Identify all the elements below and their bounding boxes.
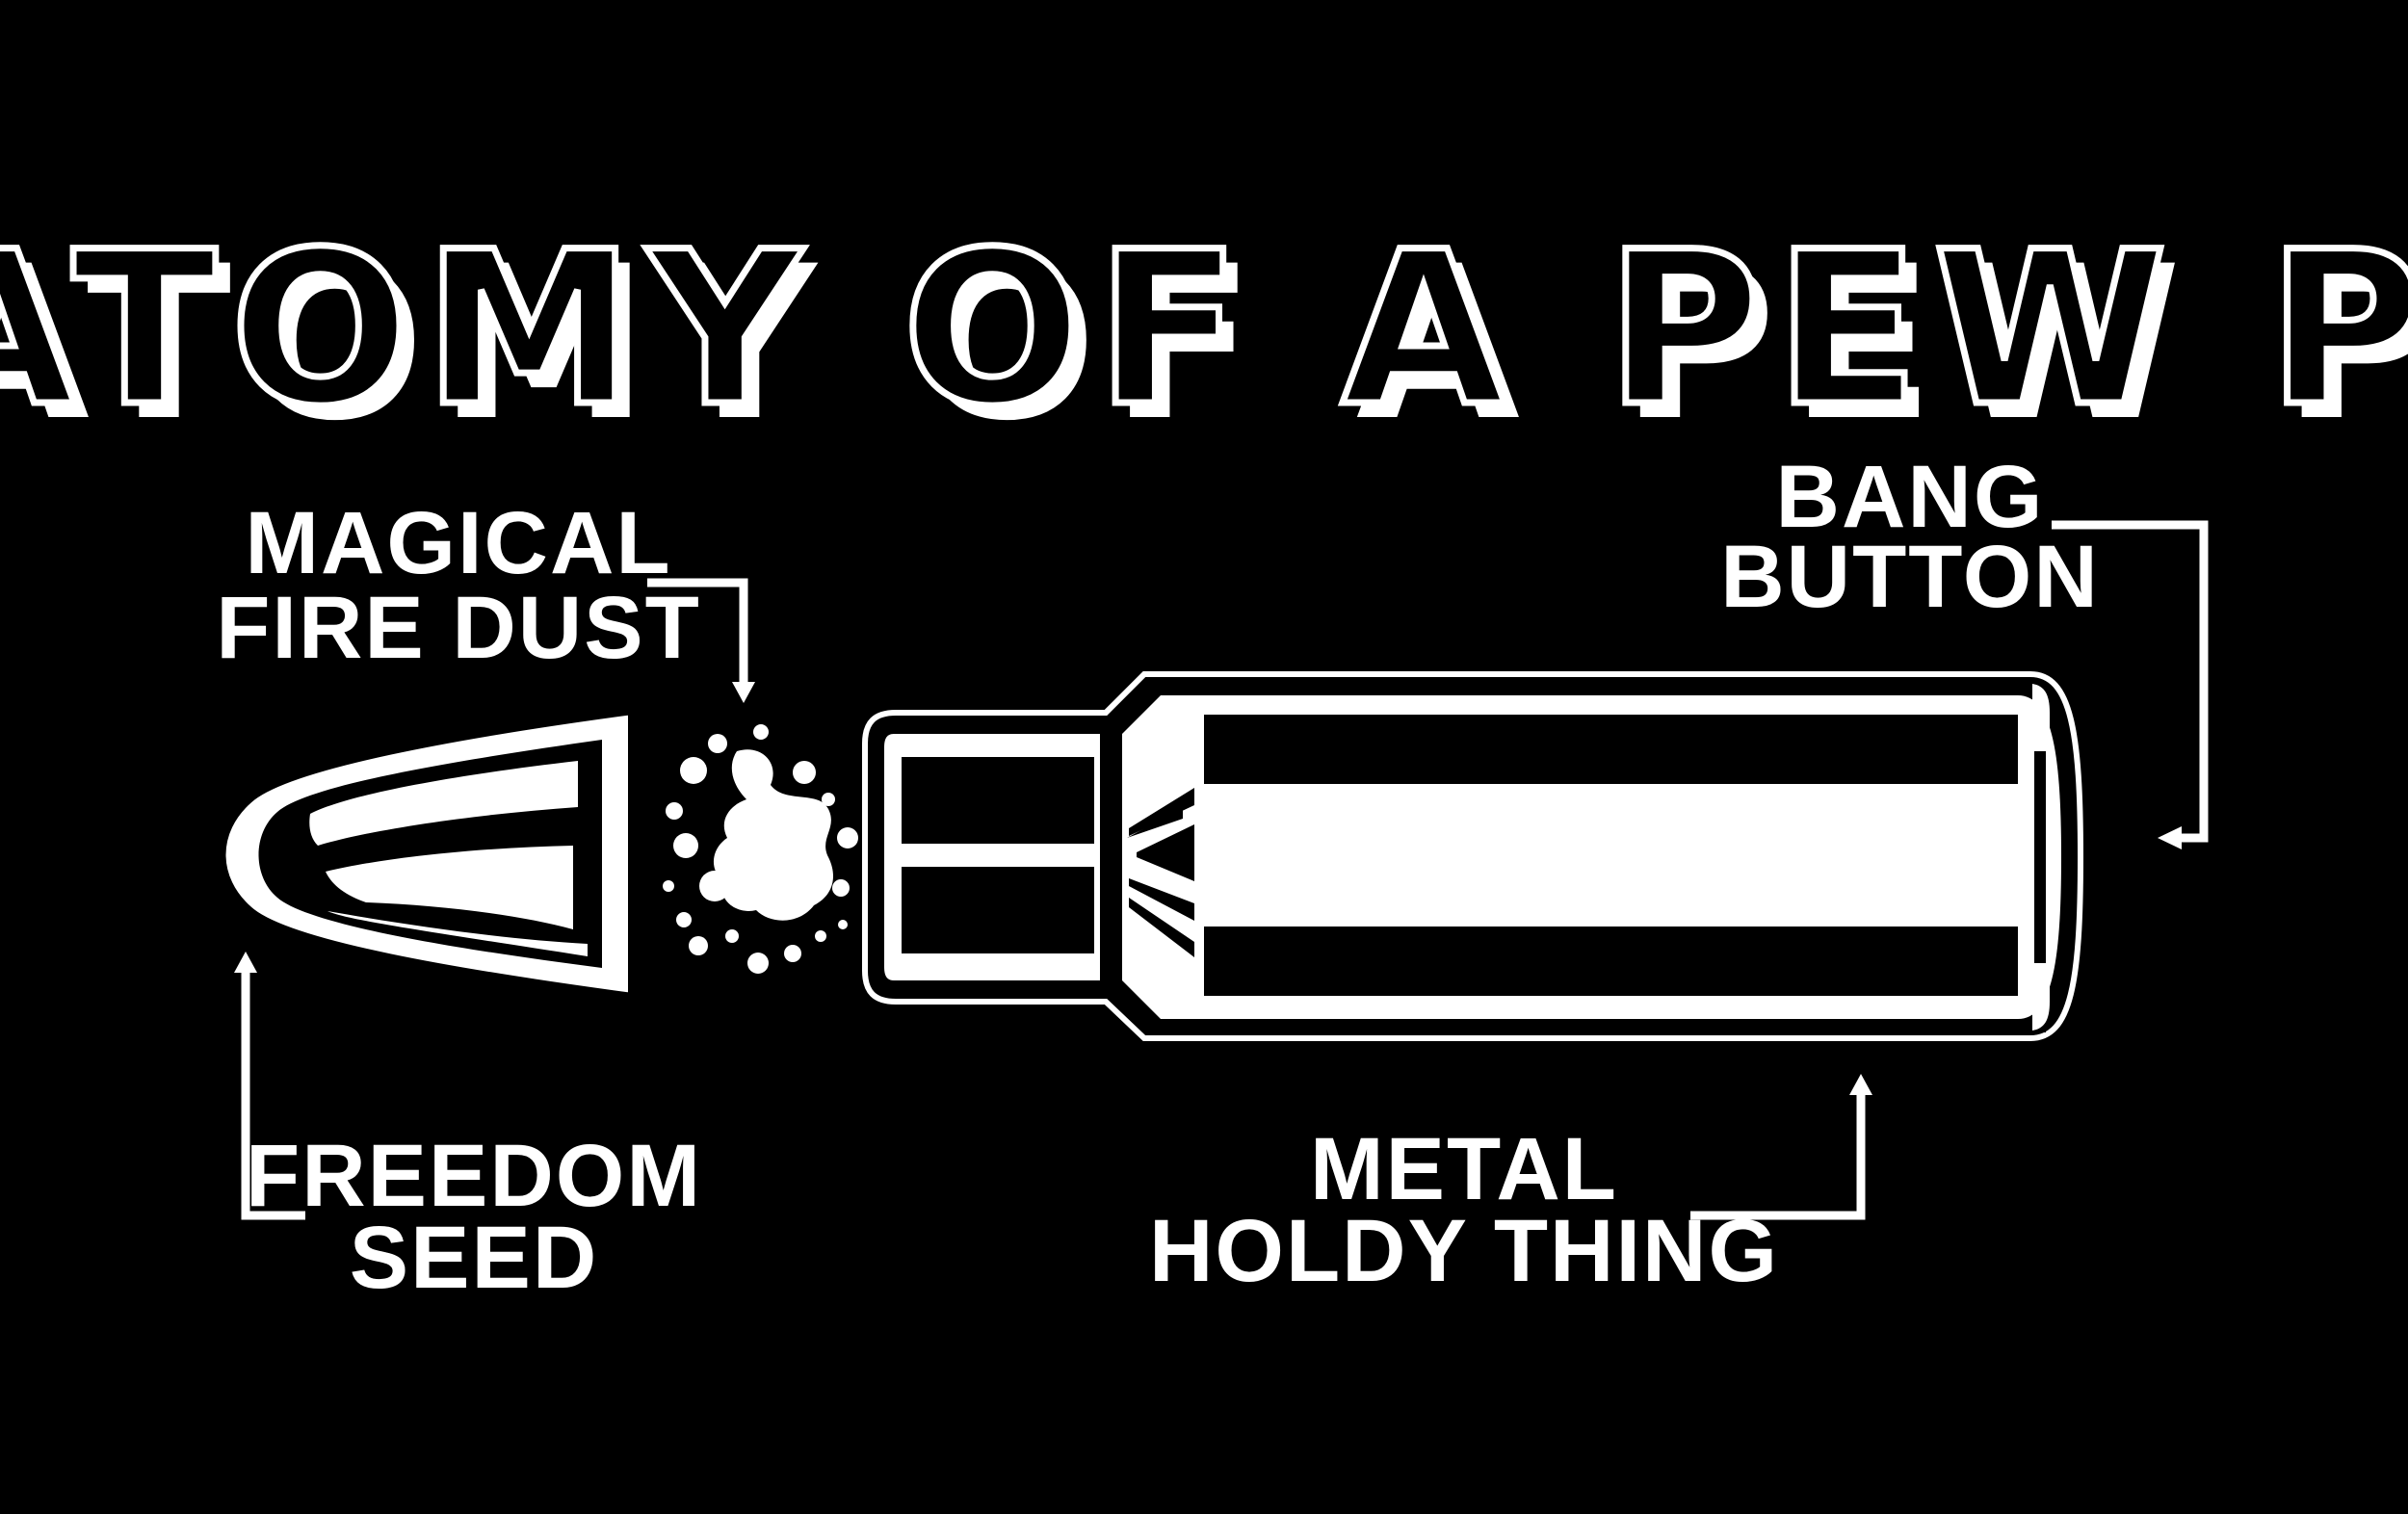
bullet-illustration — [225, 715, 628, 993]
label-line: SEED — [350, 1209, 599, 1307]
connector-arrow-fire-dust — [647, 578, 755, 703]
label-freedom-seed: FREEDOM SEED — [246, 1127, 702, 1307]
title-shadow: ANATOMY OF A PEW PEW — [0, 221, 2408, 467]
label-metal-holdy-thing: METAL HOLDY THING — [1149, 1120, 1779, 1300]
fire-dust-splatter — [663, 724, 858, 974]
label-bang-button: BANG BUTTON — [1720, 448, 2100, 626]
label-line: FIRE DUST — [216, 579, 701, 677]
page-title: ANATOMY OF A PEW PEW — [0, 206, 2408, 453]
label-line: MAGICAL — [245, 494, 671, 592]
cartridge-case-illustration — [862, 671, 2084, 1041]
connector-arrow-freedom-seed — [234, 952, 305, 1220]
label-magical-fire-dust: MAGICAL FIRE DUST — [216, 494, 701, 677]
label-line: FREEDOM — [246, 1127, 702, 1225]
label-line: BANG — [1776, 448, 2045, 546]
connector-arrow-metal-holdy-thing — [1690, 1074, 1872, 1220]
title-group: ANATOMY OF A PEW PEW ANATOMY OF A PEW PE… — [0, 203, 2408, 468]
connector-arrow-bang-button — [2052, 520, 2209, 849]
label-line: BUTTON — [1720, 528, 2100, 626]
label-line: HOLDY THING — [1149, 1202, 1779, 1300]
label-line: METAL — [1310, 1120, 1618, 1218]
